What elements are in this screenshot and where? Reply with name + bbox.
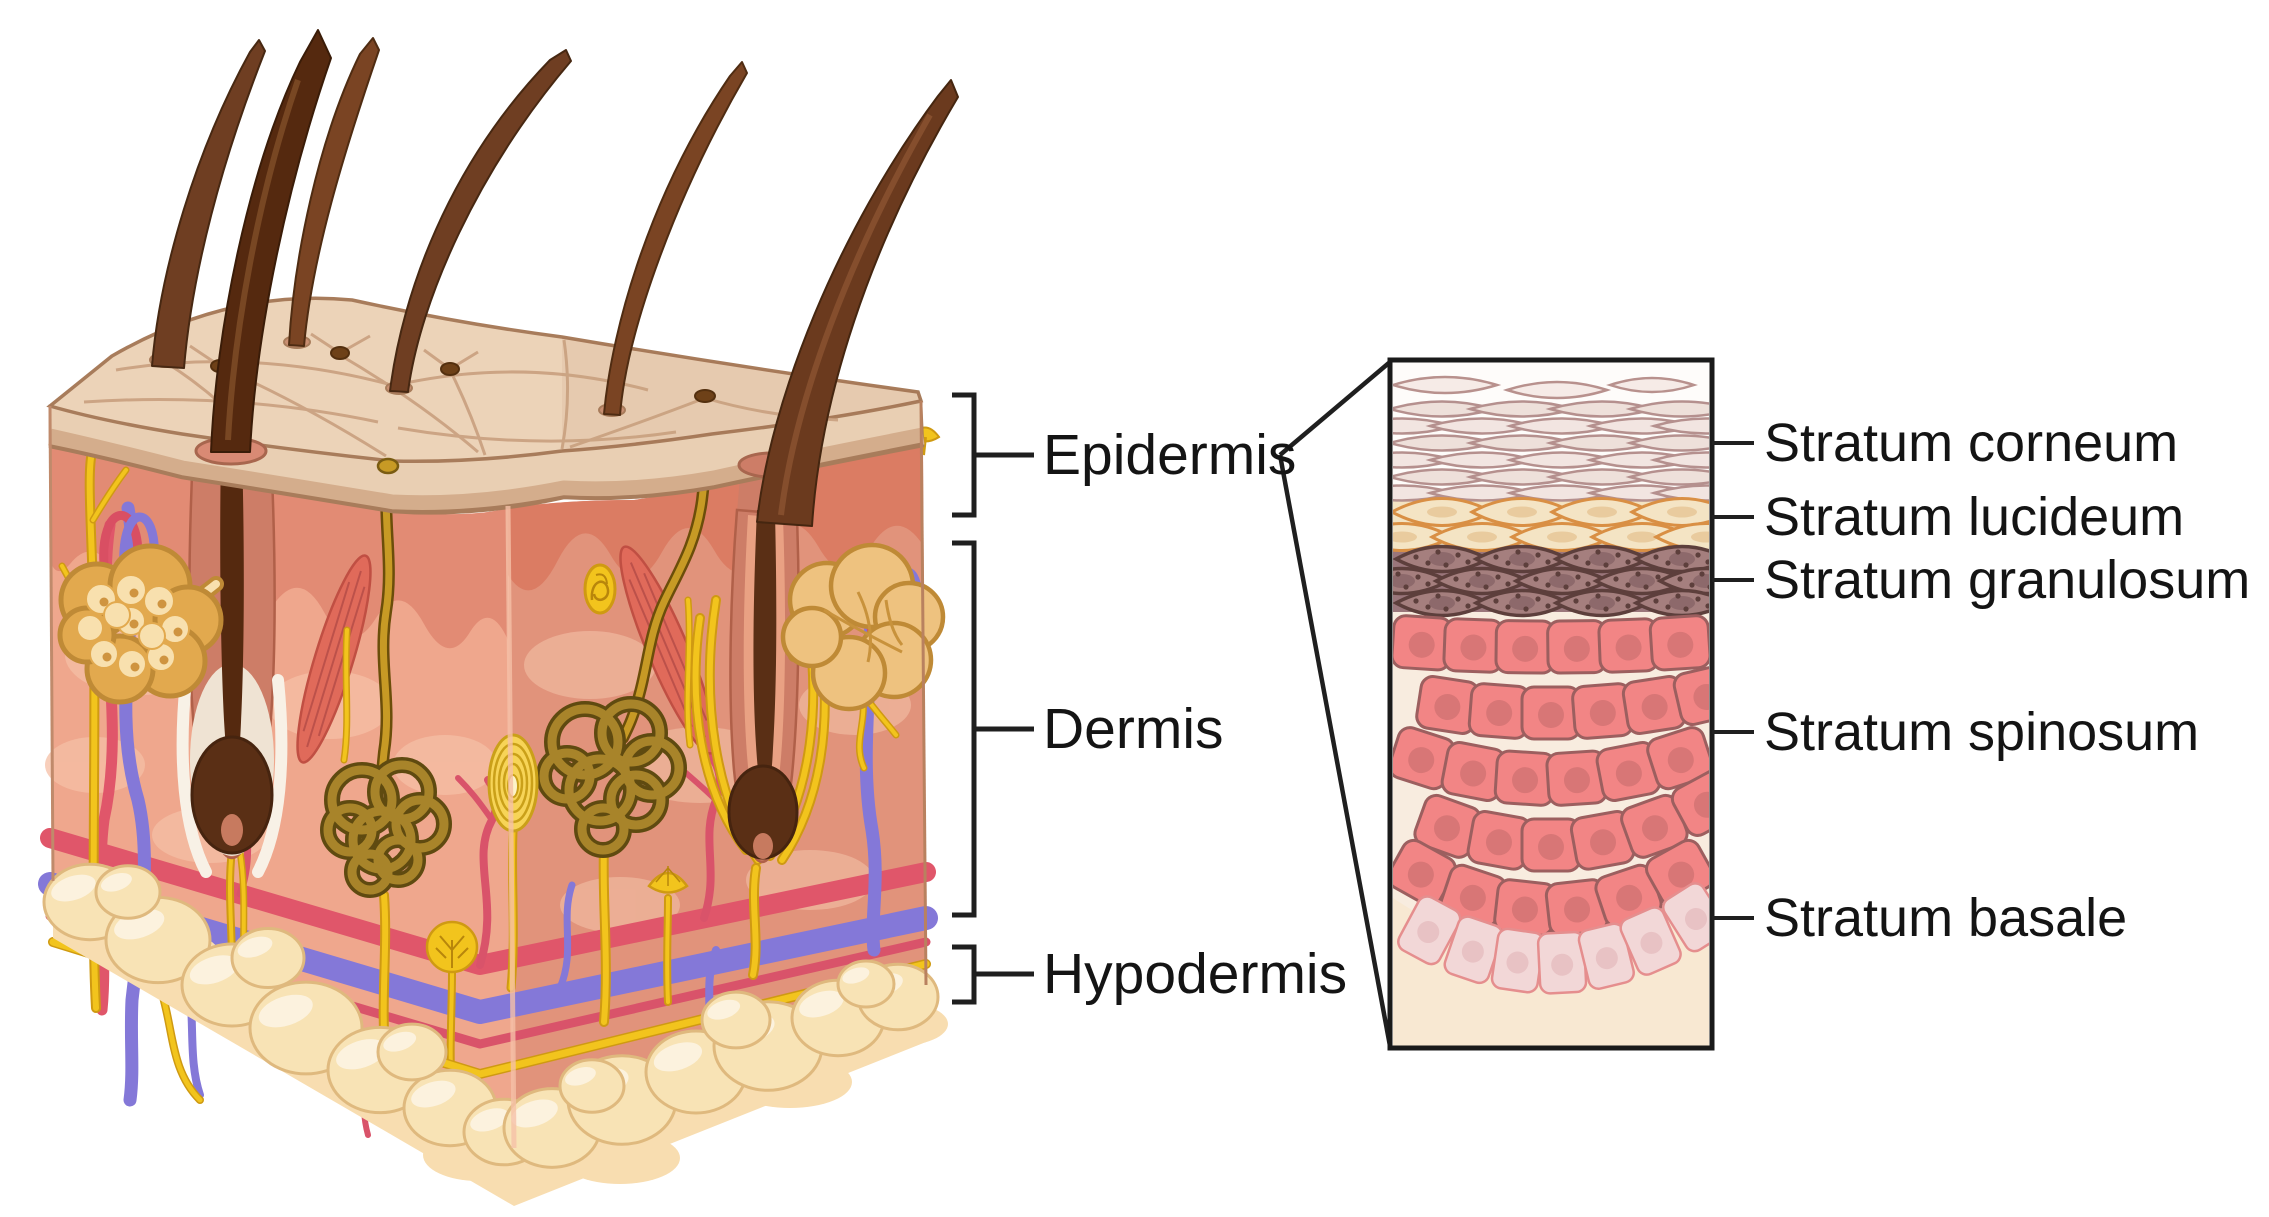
skin-cube-illustration: [38, 29, 959, 1206]
label-stratum-corneum: Stratum corneum: [1764, 413, 2179, 473]
hypodermis-fat: [42, 862, 940, 1169]
sebaceous-gland-right: [780, 542, 946, 712]
layer-brackets: [952, 392, 1034, 1005]
dermal-papillae-right: [508, 443, 923, 591]
label-stratum-spinosum: Stratum spinosum: [1764, 702, 2200, 762]
hair-shaft: [756, 79, 959, 527]
hair-shaft: [603, 61, 748, 416]
label-epidermis: Epidermis: [1043, 423, 1297, 487]
epidermis-magnified-panel: [1387, 357, 1754, 1051]
epidermis-bracket: [952, 392, 977, 518]
label-stratum-lucideum: Stratum lucideum: [1764, 487, 2185, 547]
label-stratum-granulosum: Stratum granulosum: [1764, 550, 2251, 610]
magnification-callout-lines: [1277, 360, 1393, 1047]
label-dermis: Dermis: [1043, 697, 1224, 761]
stratum-label-connectors: [1712, 441, 1754, 920]
label-hypodermis: Hypodermis: [1043, 942, 1348, 1006]
hair-shaft: [288, 37, 380, 347]
panel-border: [1387, 357, 1715, 1051]
hypodermis-cut-band: [53, 881, 926, 1206]
hair-follicle-left: [176, 450, 288, 878]
hair-shaft: [389, 49, 572, 393]
epidermis-cell-layers: [1393, 375, 1709, 1047]
arrector-pili-muscle-left: [296, 554, 372, 764]
hypodermis-bracket: [952, 944, 977, 1005]
hair-shaft: [151, 39, 266, 369]
sweat-gland-right: [536, 696, 687, 858]
hair-shafts: [151, 29, 959, 527]
sebaceous-gland-left: [57, 543, 224, 705]
sweat-gland-left: [320, 757, 452, 898]
dermis-bracket: [952, 540, 977, 918]
free-nerve-endings: [425, 426, 941, 974]
hair-shaft: [210, 29, 332, 453]
label-stratum-basale: Stratum basale: [1764, 888, 2128, 948]
meissner-corpuscle: [583, 563, 617, 615]
